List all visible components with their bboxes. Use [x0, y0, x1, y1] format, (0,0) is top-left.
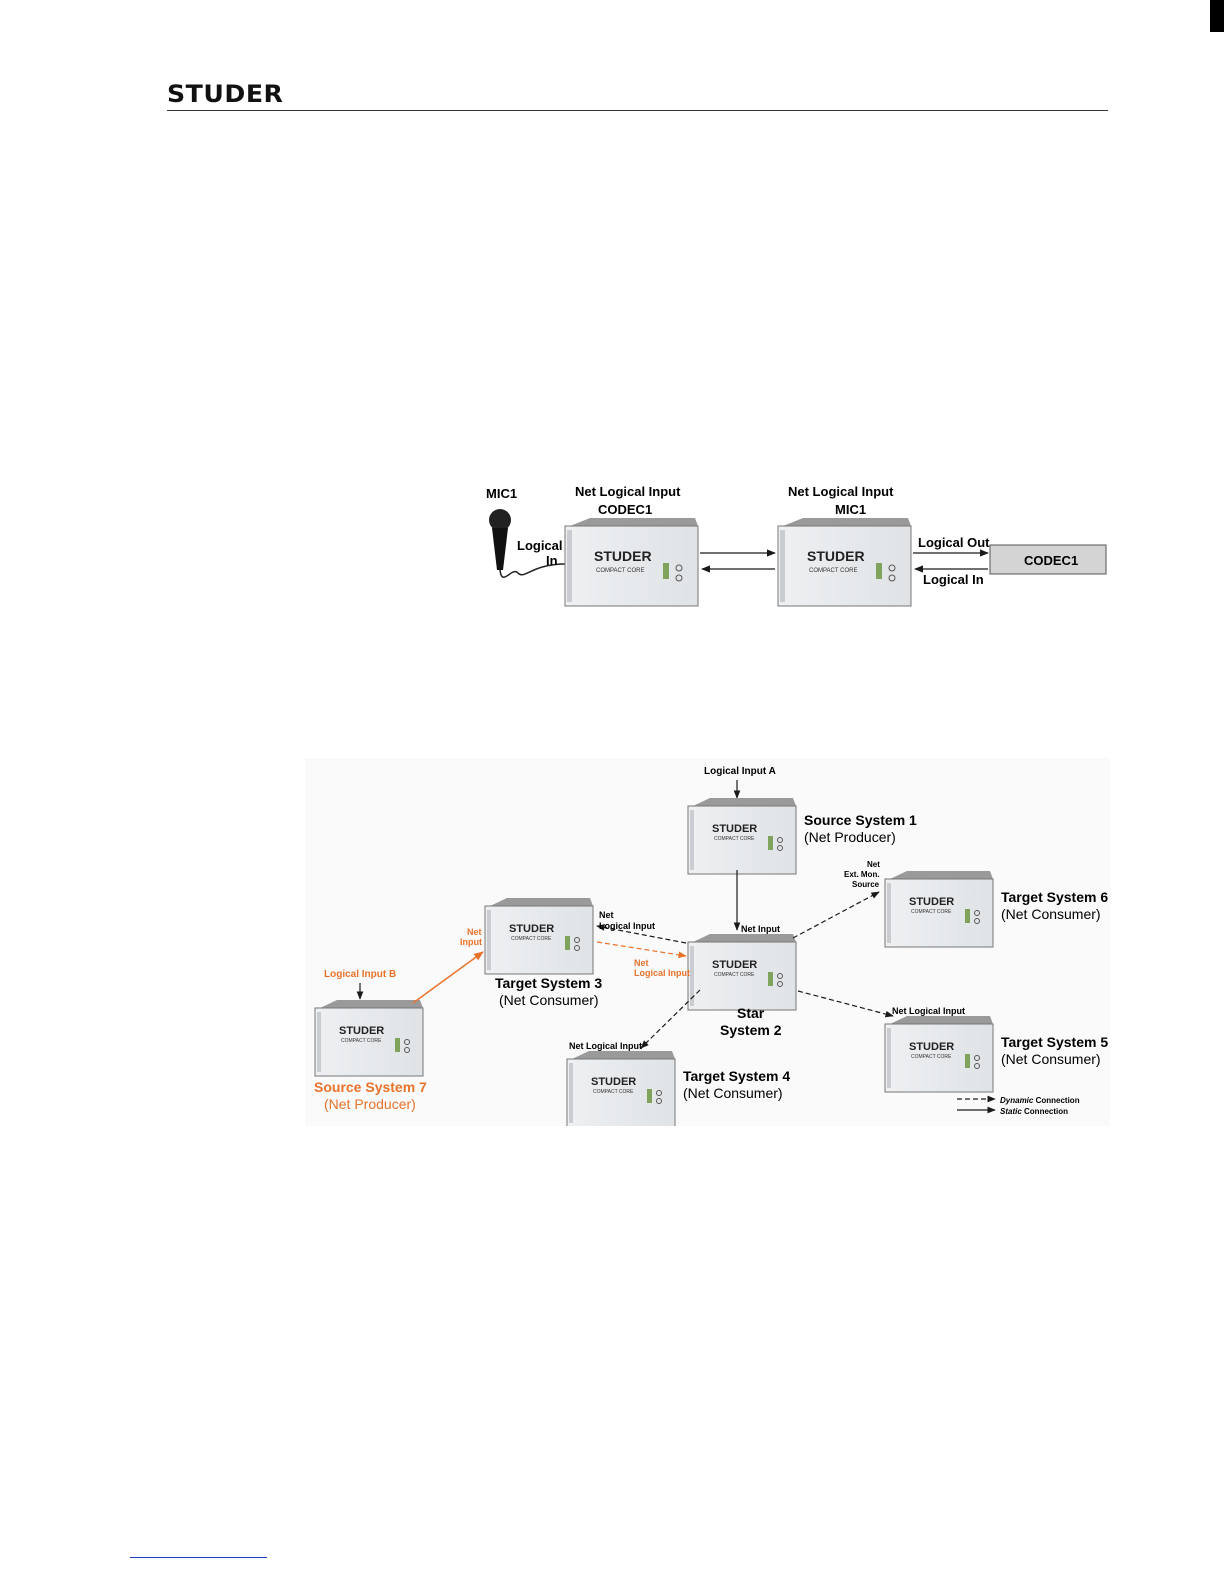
unit-a-brand: STUDER	[594, 548, 652, 564]
target-system-4-role: (Net Consumer)	[683, 1085, 783, 1101]
star-title-1: Star	[737, 1005, 765, 1021]
net-logical-input-orange-label-1: Net	[634, 958, 649, 968]
unit-a-sub: COMPACT CORE	[596, 568, 644, 574]
microphone-icon	[489, 509, 566, 578]
unit-b-title-2: MIC1	[835, 502, 866, 517]
arrow-star-to-target6	[792, 891, 880, 939]
target-system-5-unit: STUDER COMPACT CORE	[884, 1015, 994, 1093]
target-system-6-unit: STUDER COMPACT CORE	[884, 870, 994, 948]
unit-b-sub: COMPACT CORE	[809, 568, 857, 574]
net-logical-input-orange-label-2: Logical Input	[634, 968, 690, 978]
logical-in-label-2: In	[546, 553, 558, 568]
figure-1-svg: MIC1 Logical In STUDER COMPACT CORE Net …	[486, 484, 1107, 607]
arrow-star-to-target3	[596, 924, 687, 944]
source-7-sub: COMPACT CORE	[341, 1038, 382, 1044]
unit-b-title-1: Net Logical Input	[788, 484, 894, 499]
legend-dynamic-label: Dynamic Connection	[1000, 1096, 1080, 1105]
target-system-6-title: Target System 6	[1001, 889, 1108, 905]
studer-logo: STUDER	[167, 80, 284, 108]
page-edge-tab	[1210, 0, 1224, 32]
net-logical-input-t4-label: Net Logical Input	[569, 1041, 642, 1051]
codec-box-label: CODEC1	[1024, 553, 1078, 568]
unit-b-brand: STUDER	[807, 548, 865, 564]
star-sub: COMPACT CORE	[714, 972, 755, 978]
source-system-7-unit: STUDER COMPACT CORE	[314, 999, 424, 1077]
target-5-brand: STUDER	[909, 1041, 954, 1053]
figure-star-network: Logical Input A STUDER COMPACT CORE Sour…	[305, 758, 1110, 1126]
target-system-4-title: Target System 4	[683, 1068, 790, 1084]
figure-net-logical-input: MIC1 Logical In STUDER COMPACT CORE Net …	[470, 478, 1115, 623]
legend-static-em: Static	[1000, 1107, 1022, 1116]
target-system-6-role: (Net Consumer)	[1001, 906, 1101, 922]
net-logical-input-t3-label-1: Net	[599, 910, 614, 920]
unit-a-title-2: CODEC1	[598, 502, 652, 517]
target-system-3-unit: STUDER COMPACT CORE	[484, 897, 594, 975]
core-unit-b: STUDER COMPACT CORE	[777, 518, 912, 607]
logical-out-label: Logical Out	[918, 535, 990, 550]
net-logical-input-t3-label-2: Logical Input	[599, 921, 655, 931]
source-system-1-role: (Net Producer)	[804, 829, 896, 845]
target-system-5-role: (Net Consumer)	[1001, 1051, 1101, 1067]
arrow-star-to-target5	[797, 990, 894, 1018]
target-system-3-role: (Net Consumer)	[499, 992, 599, 1008]
source-system-7-role: (Net Producer)	[324, 1096, 416, 1112]
source-7-brand: STUDER	[339, 1025, 384, 1037]
source-1-brand: STUDER	[712, 823, 757, 835]
target-6-sub: COMPACT CORE	[911, 909, 952, 915]
target-5-sub: COMPACT CORE	[911, 1054, 952, 1060]
codec-box	[989, 544, 1107, 575]
star-title-2: System 2	[720, 1022, 782, 1038]
target-system-4-unit: STUDER COMPACT CORE	[566, 1050, 676, 1126]
target-4-brand: STUDER	[591, 1076, 636, 1088]
net-input-center-label: Net Input	[741, 924, 780, 934]
source-system-1-title: Source System 1	[804, 812, 917, 828]
mic-label: MIC1	[486, 486, 517, 501]
target-system-3-title: Target System 3	[495, 975, 602, 991]
logical-input-b-label: Logical Input B	[324, 969, 396, 980]
source-system-1-unit: STUDER COMPACT CORE	[687, 797, 797, 875]
source-system-7-title: Source System 7	[314, 1079, 427, 1095]
legend-static-rest: Connection	[1022, 1107, 1068, 1116]
logical-input-a-label: Logical Input A	[704, 766, 776, 777]
header-rule	[167, 110, 1108, 111]
source-1-sub: COMPACT CORE	[714, 836, 755, 842]
core-unit-a: STUDER COMPACT CORE	[564, 518, 699, 607]
net-logical-input-t5-label: Net Logical Input	[892, 1006, 965, 1016]
net-ext-mon-label-2: Ext. Mon.	[844, 870, 880, 879]
target-system-5-title: Target System 5	[1001, 1034, 1108, 1050]
target-3-sub: COMPACT CORE	[511, 936, 552, 942]
net-input-orange-label-1: Net	[467, 927, 482, 937]
target-3-brand: STUDER	[509, 923, 554, 935]
footer-link-underline[interactable]	[130, 1557, 267, 1558]
legend-static-label: Static Connection	[1000, 1107, 1068, 1116]
legend: Dynamic Connection Static Connection	[957, 1095, 1080, 1116]
arrow-target3-to-star-orange	[596, 941, 687, 959]
arrow-source7-to-target3	[412, 951, 484, 1004]
figure-2-svg: Logical Input A STUDER COMPACT CORE Sour…	[305, 758, 1110, 1126]
unit-a-title-1: Net Logical Input	[575, 484, 681, 499]
legend-dynamic-rest: Connection	[1033, 1096, 1079, 1105]
target-6-brand: STUDER	[909, 896, 954, 908]
arrow-star-to-target4	[640, 989, 701, 1049]
target-4-sub: COMPACT CORE	[593, 1089, 634, 1095]
net-input-orange-label-2: Input	[460, 937, 482, 947]
logical-in-right-label: Logical In	[923, 572, 984, 587]
star-brand: STUDER	[712, 959, 757, 971]
logical-in-label-1: Logical	[517, 538, 563, 553]
star-system-2-unit: STUDER COMPACT CORE	[687, 933, 797, 1011]
legend-dynamic-em: Dynamic	[1000, 1096, 1034, 1105]
net-ext-mon-label-1: Net	[867, 860, 880, 869]
net-ext-mon-label-3: Source	[852, 880, 880, 889]
